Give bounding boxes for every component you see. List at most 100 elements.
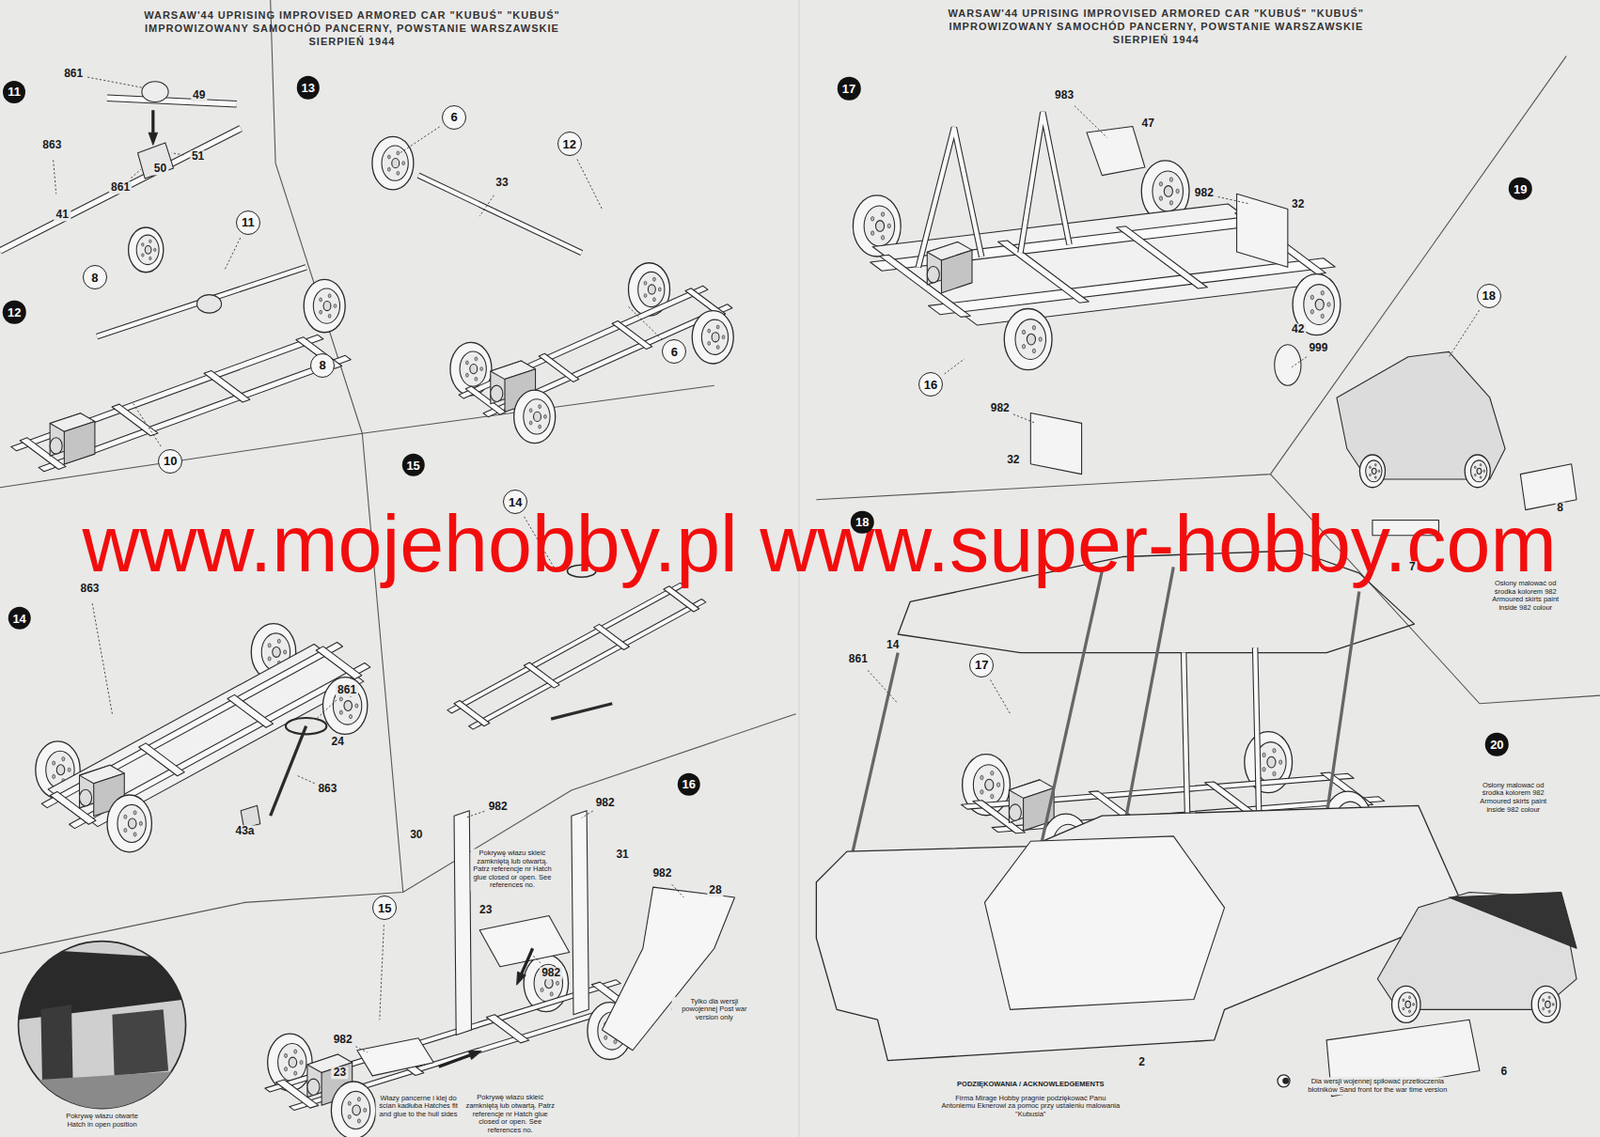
assembly-note: Włazy pancerne i klej do ścian kadłuba H… <box>376 1094 462 1121</box>
part-number: 33 <box>493 177 510 190</box>
wheel-hole <box>52 761 56 766</box>
part-number: 51 <box>189 151 206 164</box>
wheel-hub <box>876 220 885 233</box>
number-text: 14 <box>508 496 522 509</box>
step-number: 17 <box>837 77 861 100</box>
wheel-hole <box>1169 177 1173 183</box>
part-number: 861 <box>335 684 359 697</box>
hull-guide <box>1326 591 1360 816</box>
number-text: 8 <box>318 359 326 372</box>
leader-line <box>92 603 112 714</box>
wheel-hole <box>402 161 406 166</box>
wheel-hole <box>643 294 647 299</box>
part-number: 863 <box>78 583 102 597</box>
leader-line <box>296 775 315 785</box>
wheel-hole <box>1548 1010 1551 1014</box>
wheel-hole <box>1409 1010 1412 1014</box>
wheel-hole <box>1262 767 1266 772</box>
engine-side <box>63 421 95 465</box>
wheel-hole <box>124 815 127 819</box>
wheel-hole <box>133 832 137 837</box>
wheel-hole <box>1474 473 1476 476</box>
part-number: 14 <box>884 640 901 653</box>
wheel-hole <box>1169 201 1173 206</box>
number-text: 18 <box>1481 289 1495 302</box>
leader-line <box>379 925 385 1020</box>
wheel-hole <box>347 1114 351 1119</box>
wheel-hole <box>1021 329 1025 335</box>
part-number: 982 <box>539 967 563 980</box>
part-number: 861 <box>109 181 132 194</box>
wheel-hole <box>333 304 337 309</box>
number-text: 17 <box>974 658 989 672</box>
wheel-hole <box>538 405 542 409</box>
wheel-rim <box>1365 460 1382 483</box>
wheel-hub <box>1371 468 1377 474</box>
engine-pulley <box>49 438 63 455</box>
axle-tube <box>0 128 241 251</box>
part-number: 24 <box>329 737 346 750</box>
frame-rail <box>469 598 706 730</box>
wheel-hole <box>643 281 647 285</box>
wheel-hole <box>604 1035 608 1040</box>
part-number: 32 <box>1289 199 1306 212</box>
part-number: 31 <box>613 848 630 862</box>
wheel-hole <box>124 828 127 832</box>
callout-number: 17 <box>969 653 994 678</box>
wheel-hole <box>990 771 994 777</box>
wheel-rim <box>701 319 728 355</box>
number-text: 18 <box>855 516 869 529</box>
number-text: 16 <box>681 778 695 791</box>
wheel-hole <box>880 235 884 241</box>
part-number: 982 <box>331 1035 355 1048</box>
hatch-23 <box>479 916 570 968</box>
wheel-hole <box>319 310 323 314</box>
arrow-head <box>468 1050 482 1060</box>
floor-plate <box>47 644 364 828</box>
step-number: 15 <box>401 454 424 477</box>
frame-hoop <box>918 127 982 268</box>
wheel-hub <box>1405 1001 1411 1008</box>
wheel-hole <box>466 373 470 377</box>
note-symbol <box>1277 1075 1290 1088</box>
callout-number: 18 <box>1476 283 1502 309</box>
wheel-hole <box>529 421 533 425</box>
leader-line <box>87 77 143 88</box>
cross-member <box>1205 782 1257 816</box>
wheel-hole <box>653 298 657 302</box>
assembly-note: Tylko dla wersji powojennej Post war ver… <box>671 997 757 1024</box>
frame-rail <box>928 258 1336 315</box>
seat-47 <box>1086 126 1146 176</box>
part-number: 982 <box>650 868 674 881</box>
wheel-hole <box>1279 760 1283 766</box>
wheel-hole <box>1542 999 1545 1003</box>
cross-member <box>315 646 362 680</box>
number-text: 11 <box>7 85 21 98</box>
wheel-hole <box>294 1071 298 1076</box>
frame-rail <box>41 643 343 809</box>
cross-member <box>19 438 66 471</box>
number-text: 8 <box>91 271 98 284</box>
number-text: 16 <box>924 378 938 392</box>
cross-member <box>998 240 1090 303</box>
number-text: 6 <box>450 110 457 124</box>
wheel-hole <box>283 1067 287 1072</box>
hull-top-dark <box>1448 893 1577 950</box>
wheel-hole <box>1310 295 1314 300</box>
callout-number: 12 <box>557 131 582 157</box>
leader-line <box>315 700 336 720</box>
leader-line <box>672 884 685 898</box>
inset-photo <box>18 948 187 1113</box>
wheel-hole <box>1402 999 1405 1003</box>
wheel-hole <box>328 313 331 318</box>
wheel-tyre <box>322 677 367 736</box>
part-number: 7 <box>1407 561 1418 574</box>
number-text: 15 <box>406 458 420 471</box>
part-number: 982 <box>594 798 617 811</box>
wheel-rim <box>972 765 1004 806</box>
wheel-tyre <box>1003 309 1052 371</box>
wheel-rim <box>863 205 895 247</box>
engine-pulley <box>1008 804 1021 821</box>
wheel-hole <box>1327 302 1331 308</box>
wheel-hole <box>707 329 711 333</box>
